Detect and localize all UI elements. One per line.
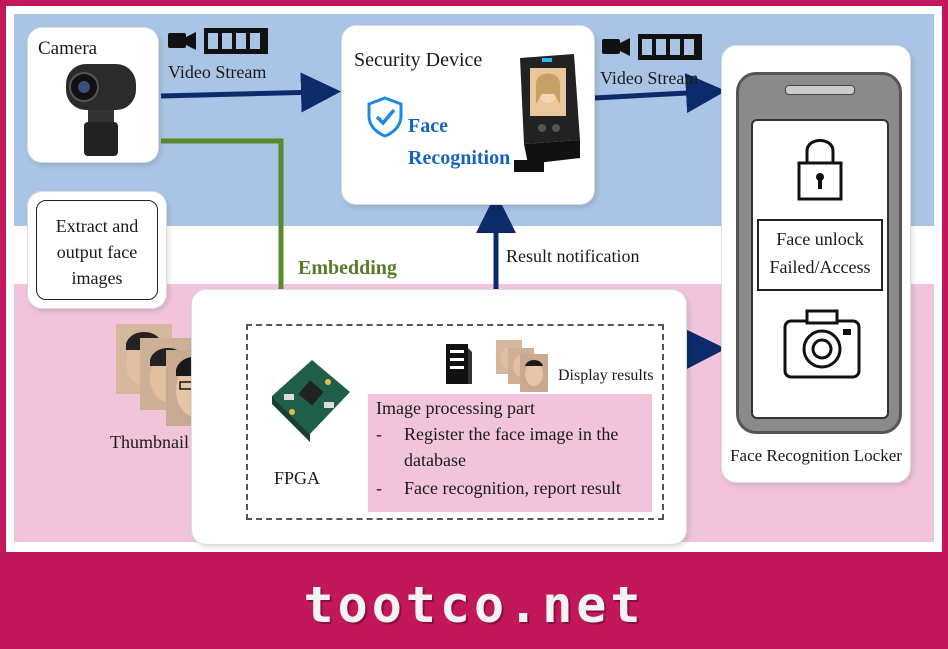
security-device-box: Security Device Face Recognition — [342, 26, 594, 204]
locker-speaker-slot — [785, 85, 855, 95]
video-stream-label-1: Video Stream — [168, 62, 267, 82]
embedding-label-line1: Embedding — [298, 257, 397, 279]
video-stream-arrow-2 — [593, 73, 726, 114]
locker-screen: Face unlock Failed/Access — [751, 119, 889, 419]
padlock-icon — [797, 139, 843, 201]
locker-box: Face unlock Failed/Access Face Recogniti… — [722, 46, 910, 482]
locker-caption: Face Recognition Locker — [730, 446, 902, 465]
face-feature-line2: Recognition — [408, 147, 511, 169]
video-stream-label-2: Video Stream — [600, 68, 699, 88]
unlock-status-line2: Failed/Access — [769, 257, 871, 277]
diagram-frame: Camera Video Stream Video Stream Securit… — [6, 6, 942, 552]
video-camera-icon — [168, 28, 268, 54]
extract-inner-frame — [36, 200, 158, 300]
face-feature-line1: Face — [408, 115, 448, 137]
image-processing-panel: Image processing part - Register the fac… — [368, 394, 652, 512]
bullet-mark: - — [376, 478, 382, 498]
footer-brand[interactable]: tootco.net — [303, 575, 645, 634]
result-faces-icon — [496, 340, 548, 392]
embedding-board-box: FPGA Display results Image processing pa… — [192, 290, 686, 544]
server-icon — [446, 344, 472, 384]
processing-title: Image processing part — [376, 398, 535, 418]
board-dashed-frame — [246, 324, 664, 520]
processing-bullet1-line1: Register the face image in the — [404, 424, 619, 444]
camera-label: Camera — [38, 38, 98, 59]
unlock-status-line1: Face unlock — [776, 229, 864, 249]
extract-box: Extract and output face images — [28, 192, 166, 308]
video-camera-icon — [602, 34, 702, 60]
camera-box: Camera — [28, 28, 158, 162]
fpga-label: FPGA — [274, 468, 321, 488]
unlock-status-box: Face unlock Failed/Access — [757, 219, 883, 291]
extract-line3: images — [71, 268, 123, 288]
fpga-board-icon — [272, 360, 350, 442]
extract-line1: Extract and — [55, 216, 139, 236]
webcam-icon — [66, 64, 136, 156]
bullet-mark: - — [376, 424, 382, 444]
extract-line2: output face — [56, 242, 138, 262]
footer-brand-bar: tootco.net — [0, 560, 948, 649]
face-terminal-icon — [514, 54, 580, 172]
camera-icon — [783, 309, 861, 379]
video-stream-arrow-1 — [160, 72, 341, 113]
result-notification-label: Result notification — [506, 246, 640, 266]
processing-bullet2: Face recognition, report result — [404, 478, 621, 498]
display-results-label: Display results — [558, 367, 654, 384]
processing-bullet1-line2: database — [404, 450, 466, 470]
thumbnail-label: Thumbnail — [110, 432, 189, 452]
security-device-title: Security Device — [354, 49, 483, 71]
shield-check-icon — [367, 96, 403, 138]
locker-device-frame: Face unlock Failed/Access — [736, 72, 902, 434]
